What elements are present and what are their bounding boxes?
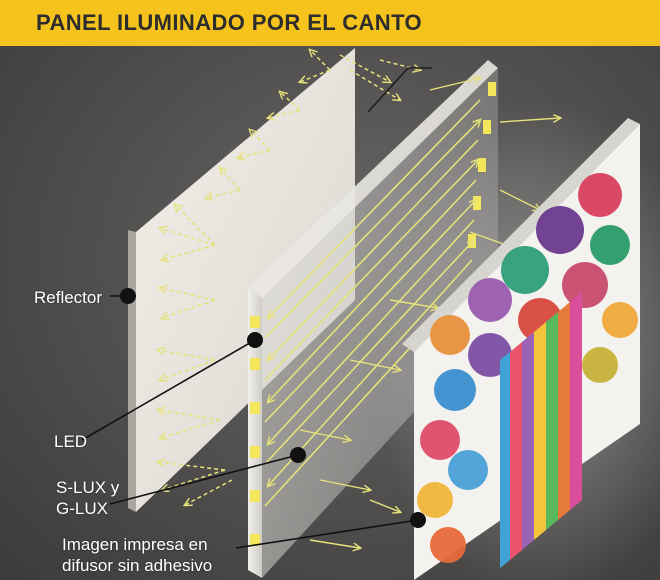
reflector-label: Reflector: [34, 288, 103, 307]
stripe-artwork: [500, 292, 582, 568]
imagen-label: Imagen impresa en difusor sin adhesivo: [62, 534, 212, 576]
reflected-light-rays: [158, 50, 420, 505]
callout-dots: [120, 288, 426, 528]
led-label: LED: [54, 432, 88, 451]
balloon-artwork: [417, 173, 638, 563]
imagen-label-line1: Imagen impresa en: [62, 535, 208, 554]
emitted-light-rays: [299, 78, 560, 548]
reflector-callout-dot: [120, 288, 136, 304]
callout-leaders: [81, 295, 419, 549]
printed-image-panel: [402, 118, 640, 580]
slux-callout-dot: [290, 447, 306, 463]
slux-label-line2: G-LUX: [56, 499, 108, 518]
top-pointer-line: [367, 67, 432, 113]
header-bar: PANEL ILUMINADO POR EL CANTO: [0, 0, 660, 46]
slux-gluxlabel: S-LUX y G-LUX: [56, 477, 119, 519]
diagram-title: PANEL ILUMINADO POR EL CANTO: [36, 10, 423, 35]
guided-light-rays: [264, 99, 480, 507]
led-strip: [250, 316, 260, 546]
led-callout-dot: [247, 332, 263, 348]
imagen-label-line2: difusor sin adhesivo: [62, 556, 213, 575]
slux-label-line1: S-LUX y: [56, 478, 120, 497]
imagen-callout-dot: [410, 512, 426, 528]
